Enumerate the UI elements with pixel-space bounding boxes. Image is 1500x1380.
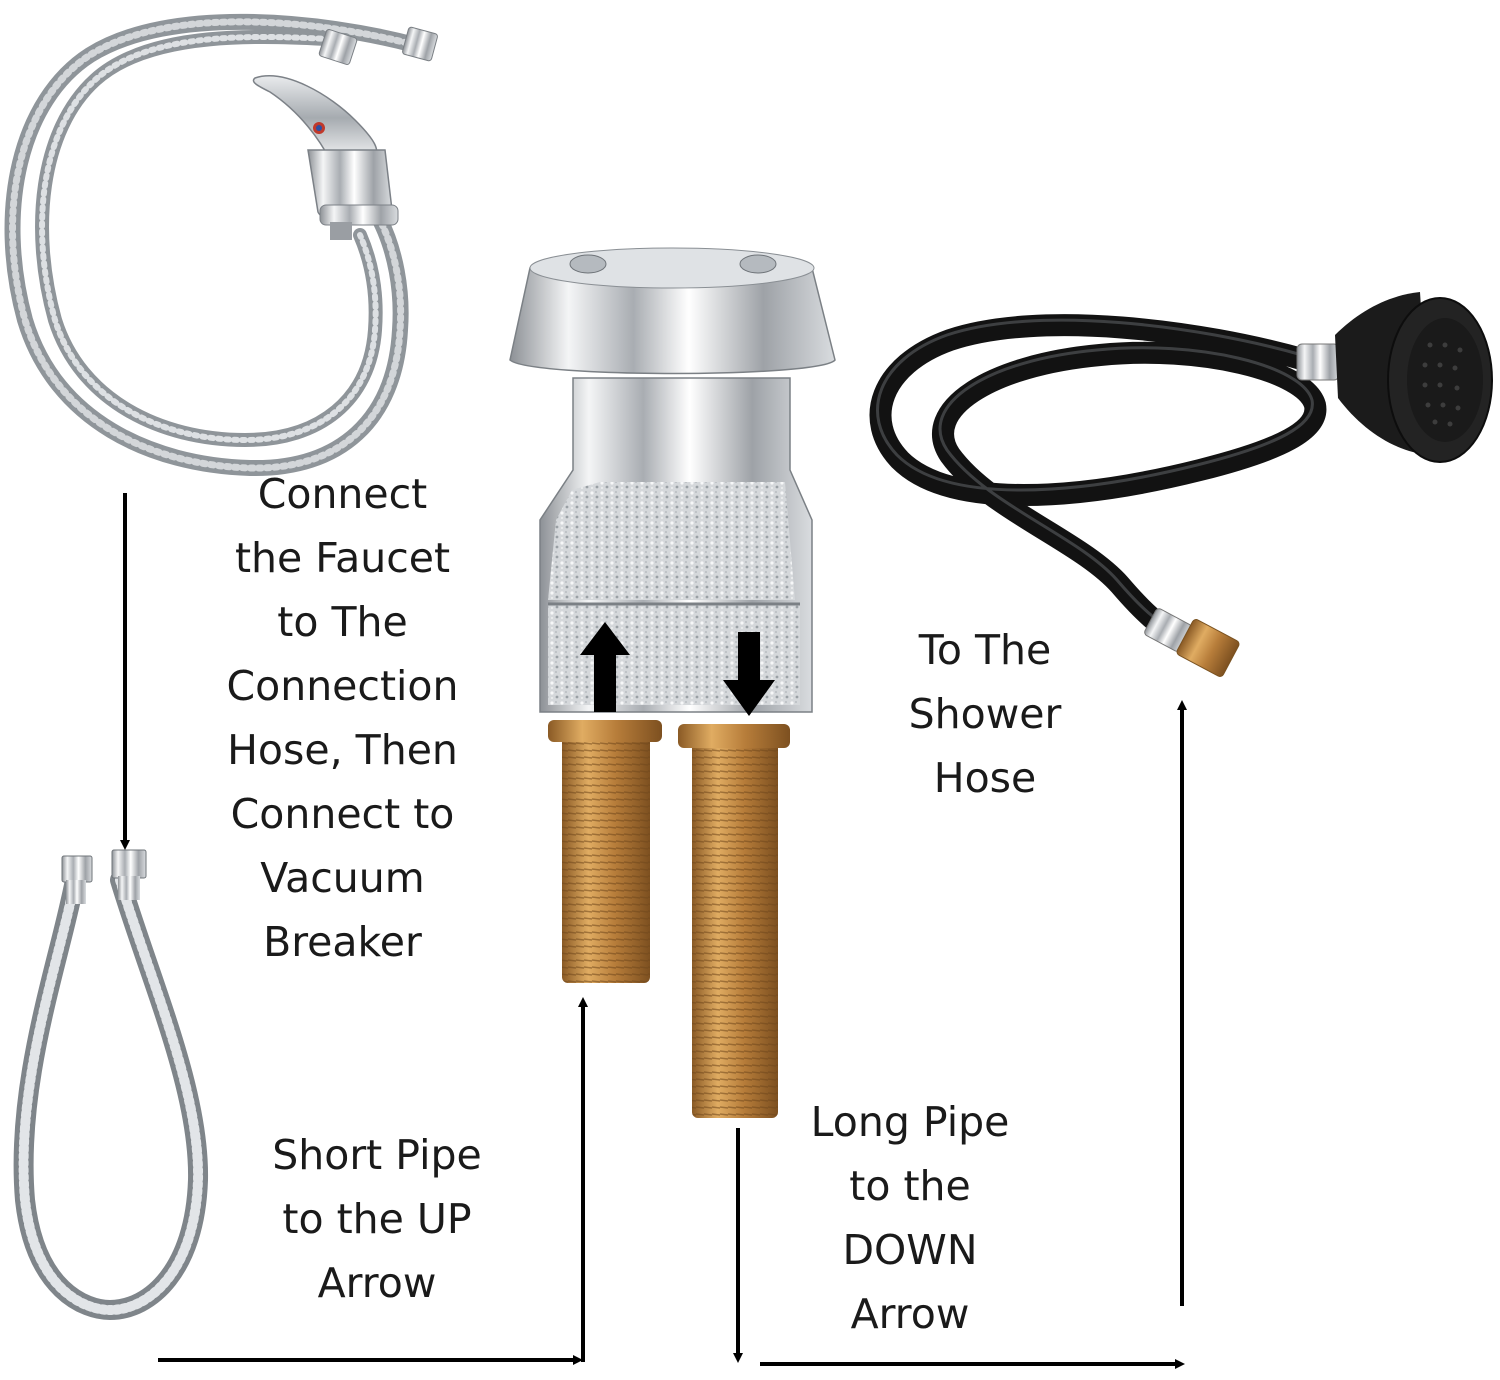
connection-hose	[13, 849, 209, 1321]
shower-instruction-label: To The Shower Hose	[850, 618, 1120, 810]
long-pipe-instruction-line: Arrow	[850, 1290, 970, 1338]
instruction-arrows	[120, 493, 1187, 1369]
shower-instruction-line: Hose	[933, 754, 1037, 802]
faucet-instruction-line: Connection	[226, 662, 459, 710]
faucet-instruction-line: Connect to	[230, 790, 455, 838]
faucet-instruction-line: to The	[277, 598, 408, 646]
faucet-instruction-line: the Faucet	[234, 534, 451, 582]
short-pipe-instruction-line: to the UP	[282, 1195, 472, 1243]
short-pipe-instruction-line: Short Pipe	[272, 1131, 482, 1179]
short-pipe-instruction-label: Short Pipe to the UP Arrow	[232, 1123, 522, 1315]
braided-hose-coil	[4, 13, 438, 477]
long-pipe-instruction-line: to the	[849, 1162, 971, 1210]
faucet-instruction-line: Connect	[257, 470, 428, 518]
short-pipe-instruction-line: Arrow	[317, 1259, 437, 1307]
up-arrow-icon	[580, 622, 630, 712]
faucet-instruction-line: Hose, Then	[227, 726, 458, 774]
faucet-instruction-line: Vacuum	[260, 854, 425, 902]
shower-instruction-line: To The	[918, 626, 1052, 674]
long-pipe-instruction-line: Long Pipe	[810, 1098, 1010, 1146]
long-pipe-instruction-label: Long Pipe to the DOWN Arrow	[770, 1090, 1050, 1346]
faucet-instruction-line: Breaker	[263, 918, 422, 966]
down-arrow-icon	[723, 632, 775, 716]
shower-hose	[869, 292, 1493, 677]
faucet-lever	[252, 75, 399, 240]
long-pipe-instruction-line: DOWN	[842, 1226, 978, 1274]
vacuum-breaker	[509, 247, 836, 1118]
shower-instruction-line: Shower	[908, 690, 1062, 738]
faucet-instruction-label: Connect the Faucet to The Connection Hos…	[170, 462, 515, 974]
